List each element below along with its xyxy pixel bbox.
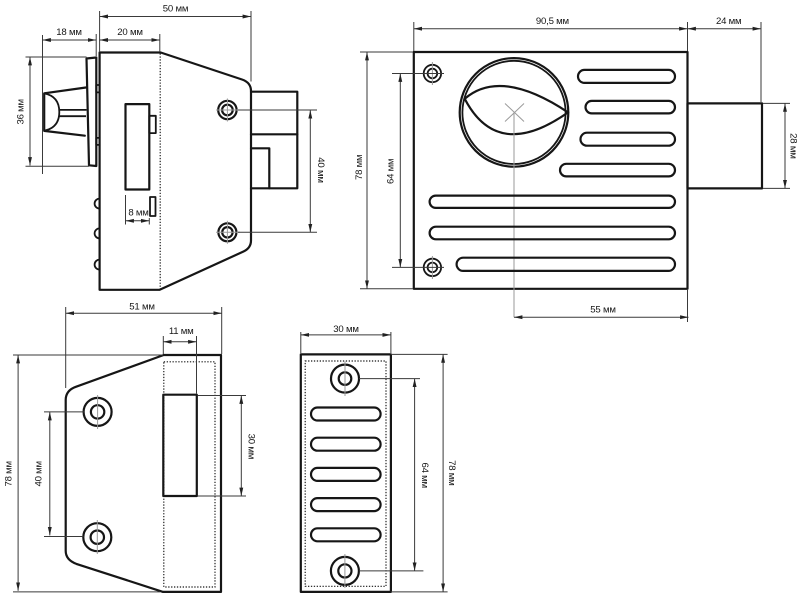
svg-text:30 мм: 30 мм	[245, 434, 256, 459]
svg-text:28 мм: 28 мм	[788, 133, 799, 158]
svg-text:18 мм: 18 мм	[56, 27, 81, 38]
svg-text:50 мм: 50 мм	[163, 4, 188, 15]
svg-text:64 мм: 64 мм	[385, 159, 396, 184]
svg-text:24 мм: 24 мм	[716, 16, 741, 27]
svg-text:64 мм: 64 мм	[419, 462, 430, 487]
svg-text:36 мм: 36 мм	[16, 99, 27, 124]
svg-text:20 мм: 20 мм	[117, 27, 142, 38]
svg-text:30 мм: 30 мм	[333, 324, 358, 335]
svg-text:8 мм: 8 мм	[128, 208, 148, 219]
svg-text:78 мм: 78 мм	[354, 155, 365, 180]
svg-text:40 мм: 40 мм	[315, 157, 326, 182]
svg-text:40 мм: 40 мм	[33, 461, 44, 486]
svg-text:78 мм: 78 мм	[4, 461, 15, 486]
svg-text:51 мм: 51 мм	[129, 302, 154, 313]
svg-text:78 мм: 78 мм	[446, 460, 457, 485]
svg-text:90,5 мм: 90,5 мм	[536, 16, 569, 27]
svg-text:55 мм: 55 мм	[590, 304, 615, 315]
svg-text:11 мм: 11 мм	[169, 326, 194, 337]
